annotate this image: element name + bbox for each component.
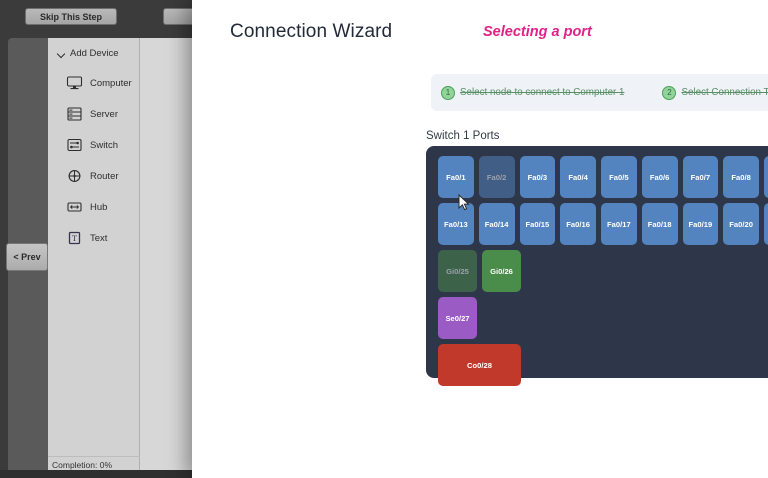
router-icon — [68, 170, 81, 182]
sidebar-item-label: Hub — [90, 201, 108, 213]
port-Fa0-7[interactable]: Fa0/7 — [682, 156, 719, 198]
port-Gi0-26[interactable]: Gi0/26 — [482, 250, 521, 292]
step-number-badge: 2 — [662, 85, 677, 100]
port-Fa0-13[interactable]: Fa0/13 — [438, 203, 474, 245]
sidebar-item-server[interactable]: Server — [66, 107, 118, 121]
port-Fa0-18[interactable]: Fa0/18 — [641, 203, 678, 245]
port-Co0-28[interactable]: Co0/28 — [438, 344, 521, 386]
step-number-badge: 1 — [441, 85, 455, 100]
port-Fa0-17[interactable]: Fa0/17 — [601, 203, 637, 245]
port-row: Co0/28 — [438, 344, 768, 386]
port-Fa0-2: Fa0/2 — [478, 156, 515, 198]
palette-secondary-panel — [140, 38, 200, 470]
wizard-subtitle: Selecting a port — [483, 24, 592, 40]
port-Fa0-19[interactable]: Fa0/19 — [682, 203, 719, 245]
sidebar-item-label: Computer — [90, 77, 132, 89]
add-device-label: Add Device — [70, 48, 119, 59]
sidebar-item-text[interactable]: T Text — [66, 231, 107, 245]
port-Fa0-20[interactable]: Fa0/20 — [723, 203, 759, 245]
switch-icon — [67, 138, 82, 152]
port-Gi0-25: Gi0/25 — [438, 250, 477, 292]
skip-this-step-button[interactable]: Skip This Step — [25, 8, 117, 25]
port-Fa0-5[interactable]: Fa0/5 — [601, 156, 637, 198]
port-row: Se0/27 — [438, 297, 768, 339]
sidebar-item-switch[interactable]: Switch — [66, 138, 118, 152]
port-Fa0-1[interactable]: Fa0/1 — [438, 156, 474, 198]
port-Fa0-21[interactable]: Fa0/21 — [764, 203, 768, 245]
server-icon — [67, 107, 82, 121]
wizard-step-1[interactable]: 1 Select node to connect to Computer 1 — [441, 85, 625, 100]
mouse-cursor — [458, 194, 470, 211]
port-Fa0-16[interactable]: Fa0/16 — [560, 203, 596, 245]
prev-button[interactable]: < Prev — [6, 243, 48, 271]
port-Fa0-3[interactable]: Fa0/3 — [519, 156, 556, 198]
wizard-step-2[interactable]: 2 Select Connection Type — [662, 85, 768, 100]
step-label: Select Connection Type — [681, 87, 768, 98]
port-Fa0-9[interactable]: Fa0/9 — [764, 156, 768, 198]
sidebar-item-label: Server — [90, 108, 118, 120]
port-Fa0-15[interactable]: Fa0/15 — [519, 203, 556, 245]
port-Fa0-4[interactable]: Fa0/4 — [560, 156, 596, 198]
port-Fa0-8[interactable]: Fa0/8 — [723, 156, 759, 198]
port-Fa0-6[interactable]: Fa0/6 — [641, 156, 678, 198]
hub-icon — [67, 202, 82, 212]
sidebar-item-label: Text — [90, 232, 108, 244]
completion-status: Completion: 0% — [48, 456, 140, 470]
text-icon: T — [68, 231, 81, 245]
sidebar-item-router[interactable]: Router — [66, 169, 119, 183]
step-label: Select node to connect to Computer 1 — [460, 87, 625, 98]
svg-text:T: T — [72, 233, 78, 243]
sidebar-item-label: Switch — [90, 139, 118, 151]
add-device-header[interactable]: Add Device — [58, 48, 119, 59]
port-Se0-27[interactable]: Se0/27 — [438, 297, 477, 339]
page-title: Connection Wizard — [230, 21, 393, 42]
sidebar-item-label: Router — [90, 170, 119, 182]
connection-wizard-modal: Connection Wizard Selecting a port 1 Sele… — [192, 0, 768, 478]
ports-heading: Switch 1 Ports — [426, 130, 500, 142]
wizard-step-indicator: 1 Select node to connect to Computer 1 2 Se… — [431, 74, 768, 111]
monitor-icon — [66, 76, 83, 90]
device-palette-sidebar: Add Device Computer Server — [48, 38, 140, 470]
sidebar-item-computer[interactable]: Computer — [66, 76, 132, 90]
port-Fa0-14[interactable]: Fa0/14 — [478, 203, 515, 245]
chevron-down-icon — [58, 50, 66, 58]
sidebar-item-hub[interactable]: Hub — [66, 200, 107, 214]
